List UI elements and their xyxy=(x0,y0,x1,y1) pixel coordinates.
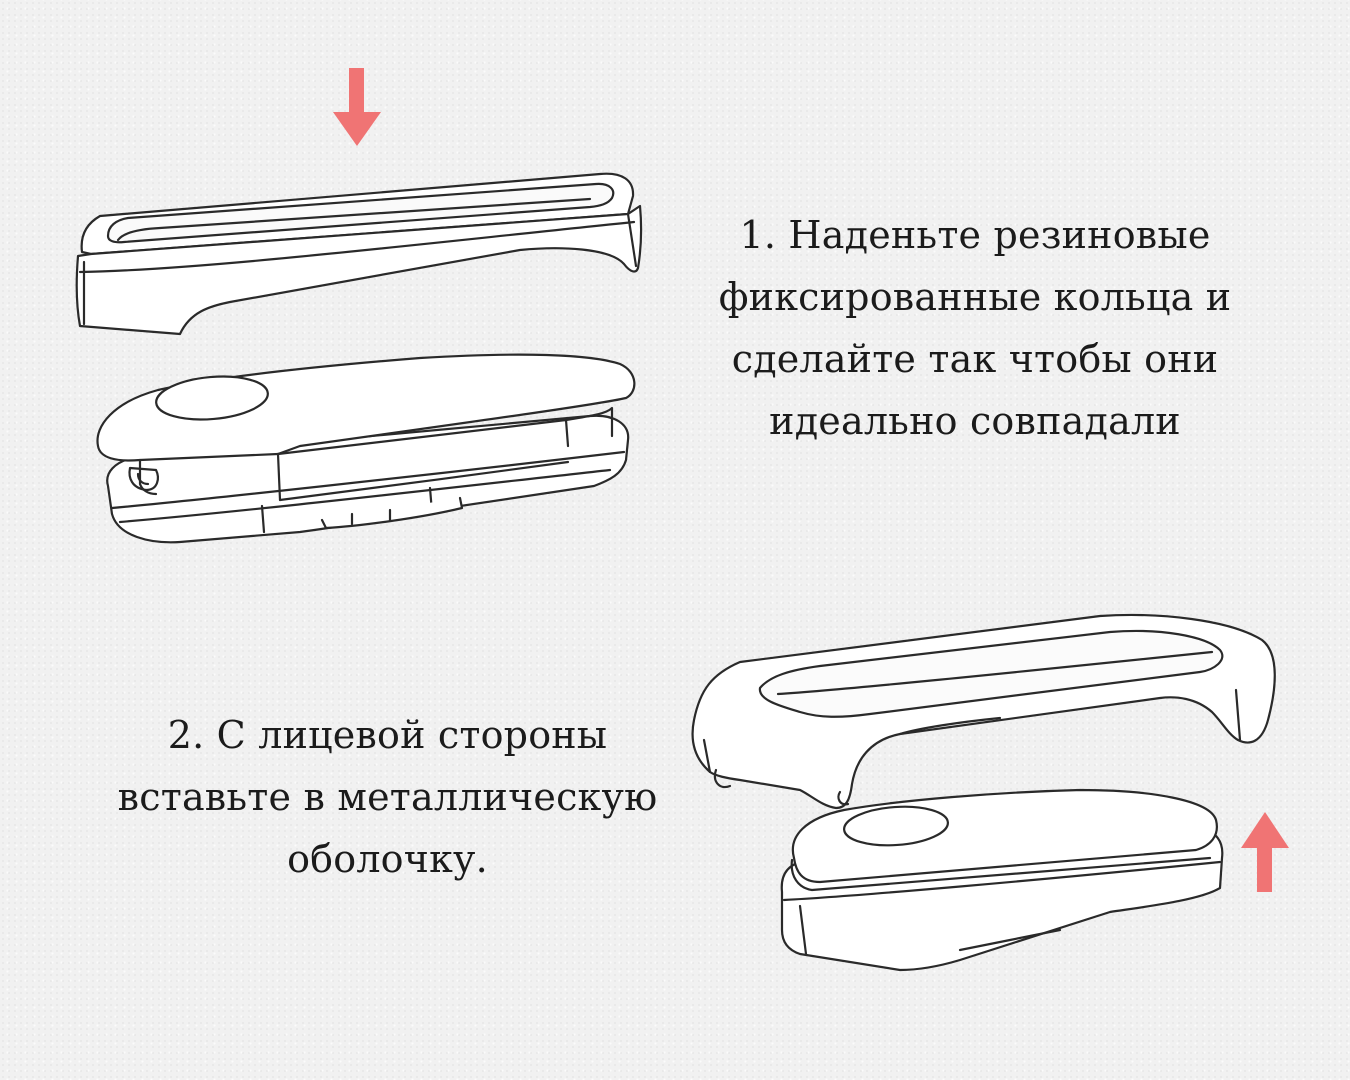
step-2-instruction: 2. С лицевой стороны вставьте в металлич… xyxy=(95,704,680,890)
capsule-insert xyxy=(780,788,1224,972)
step-1-line-1: 1. Наденьте резиновые xyxy=(739,213,1211,257)
step-2-line-3: оболочку. xyxy=(287,837,488,881)
arrow-up-icon xyxy=(1241,812,1289,892)
step-1-instruction: 1. Наденьте резиновые фиксированные коль… xyxy=(690,204,1260,452)
step-1-line-4: идеально совпадали xyxy=(769,399,1181,443)
step-1-line-3: сделайте так чтобы они xyxy=(731,337,1219,381)
strap-frame xyxy=(691,613,1276,810)
tracker-capsule xyxy=(96,353,636,544)
step-2-line-2: вставьте в металлическую xyxy=(117,775,658,819)
arrow-down-icon xyxy=(333,68,381,146)
step-2-line-1: 2. С лицевой стороны xyxy=(167,713,608,757)
step-1-line-2: фиксированные кольца и xyxy=(718,275,1232,319)
rubber-ring xyxy=(75,172,643,336)
